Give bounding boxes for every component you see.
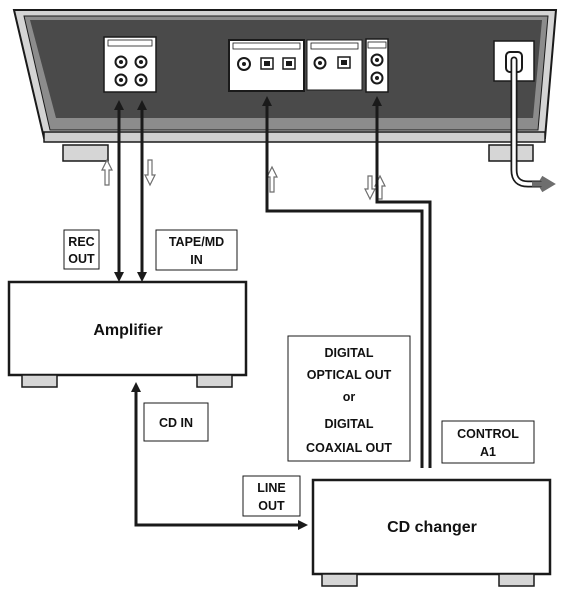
power-arrow-icon [532,175,556,193]
signal-down-arrow-icon [144,159,156,187]
deck-rear-panel [12,9,558,193]
line-out-label-line-1: LINE [257,481,285,495]
control-a1-label-line-1: CONTROL [457,427,519,441]
digital-output-panel [306,39,363,91]
tape-md-in-label-box: TAPE/MD IN [155,229,238,271]
rec-out-label-line-2: OUT [68,252,95,266]
digital-out-label-line-4: DIGITAL [324,417,373,431]
rec-out-label-line-1: REC [68,235,94,249]
control-a1-label-line-2: A1 [480,445,496,459]
control-a1-cable [372,96,432,468]
line-out-label-line-2: OUT [258,499,285,513]
cd-changer-unit: CD changer [311,478,552,587]
amplifier-foot-right [196,374,233,388]
cd-in-line-out-cable [131,382,308,530]
cd-changer-foot-right [498,573,535,587]
rec-out-cable [114,100,124,282]
control-a1-panel [365,38,389,93]
signal-up-arrow-icon [101,158,113,186]
digital-cable [262,96,424,468]
tape-md-in-label-line-1: TAPE/MD [169,235,224,249]
deck-foot-left [62,144,109,162]
digital-signal-up-arrow-icon [266,165,278,193]
digital-out-label-line-1: DIGITAL [324,346,373,360]
analog-jack-panel [103,36,157,93]
digital-input-panel [228,39,305,92]
control-down-arrow-icon [364,175,376,201]
digital-out-label-line-3: or [343,390,356,404]
amplifier-label: Amplifier [93,322,162,339]
tape-md-in-cable [137,100,147,282]
rec-out-label-box: REC OUT [63,229,100,270]
tape-md-in-label-line-2: IN [190,253,203,267]
cd-in-label-box: CD IN [143,402,209,442]
amplifier-foot-left [21,374,58,388]
digital-out-label-line-5: COAXIAL OUT [306,441,392,455]
digital-out-label-line-2: OPTICAL OUT [307,368,392,382]
cd-changer-label: CD changer [387,519,477,536]
amplifier-unit: Amplifier [7,280,248,388]
control-a1-label-box: CONTROL A1 [441,420,535,464]
line-out-label-box: LINE OUT [242,475,301,517]
digital-out-label-box: DIGITAL OPTICAL OUT or DIGITAL COAXIAL O… [287,335,411,462]
cd-changer-foot-left [321,573,358,587]
cd-in-label: CD IN [159,416,193,430]
